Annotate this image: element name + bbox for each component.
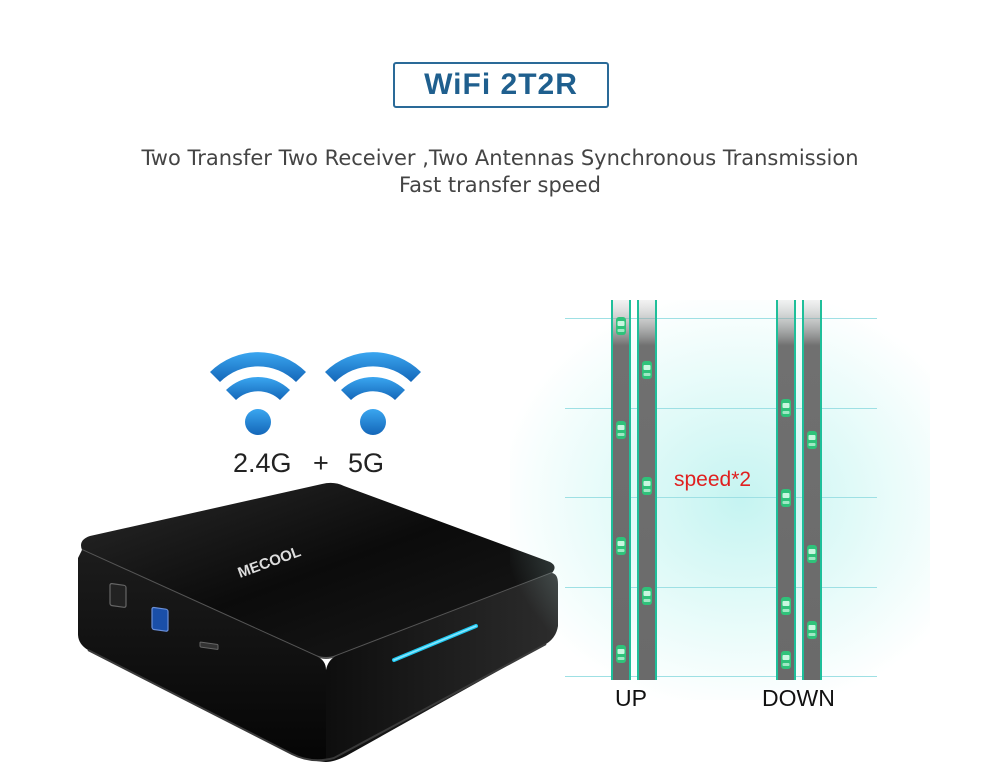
car-icon [642,361,652,379]
car-icon [781,399,791,417]
down-road-2 [802,300,822,680]
up-road-1 [611,300,631,680]
grid-line [565,676,877,677]
grid-line [565,318,877,319]
car-icon [781,489,791,507]
wifi-icon [210,352,306,435]
car-icon [781,597,791,615]
tv-box-device: MECOOL [78,482,558,762]
lanes-diagram [611,300,822,680]
car-icon [616,317,626,335]
title-box: WiFi 2T2R [393,62,609,108]
grid-line [565,497,877,498]
subtitle-line-1: Two Transfer Two Receiver ,Two Antennas … [141,146,859,170]
car-icon [781,651,791,669]
car-icon [616,537,626,555]
subtitle-line-2: Fast transfer speed [399,173,601,197]
speed-label: speed*2 [674,468,752,491]
car-icon [616,421,626,439]
diagram-glow [510,300,930,700]
car-icon [807,545,817,563]
car-icon [642,477,652,495]
car-icon [807,621,817,639]
band-plus-label: + [313,448,329,478]
grid-line [565,587,877,588]
up-lane-label: UP [615,685,647,711]
page-title: WiFi 2T2R [424,68,578,101]
car-icon [616,645,626,663]
car-icon [807,431,817,449]
down-lane-label: DOWN [762,685,835,711]
grid-line [565,408,877,409]
wifi-icon [325,352,421,435]
band-5g-label: 5G [348,448,385,478]
band-24g-label: 2.4G [233,448,292,478]
car-icon [642,587,652,605]
